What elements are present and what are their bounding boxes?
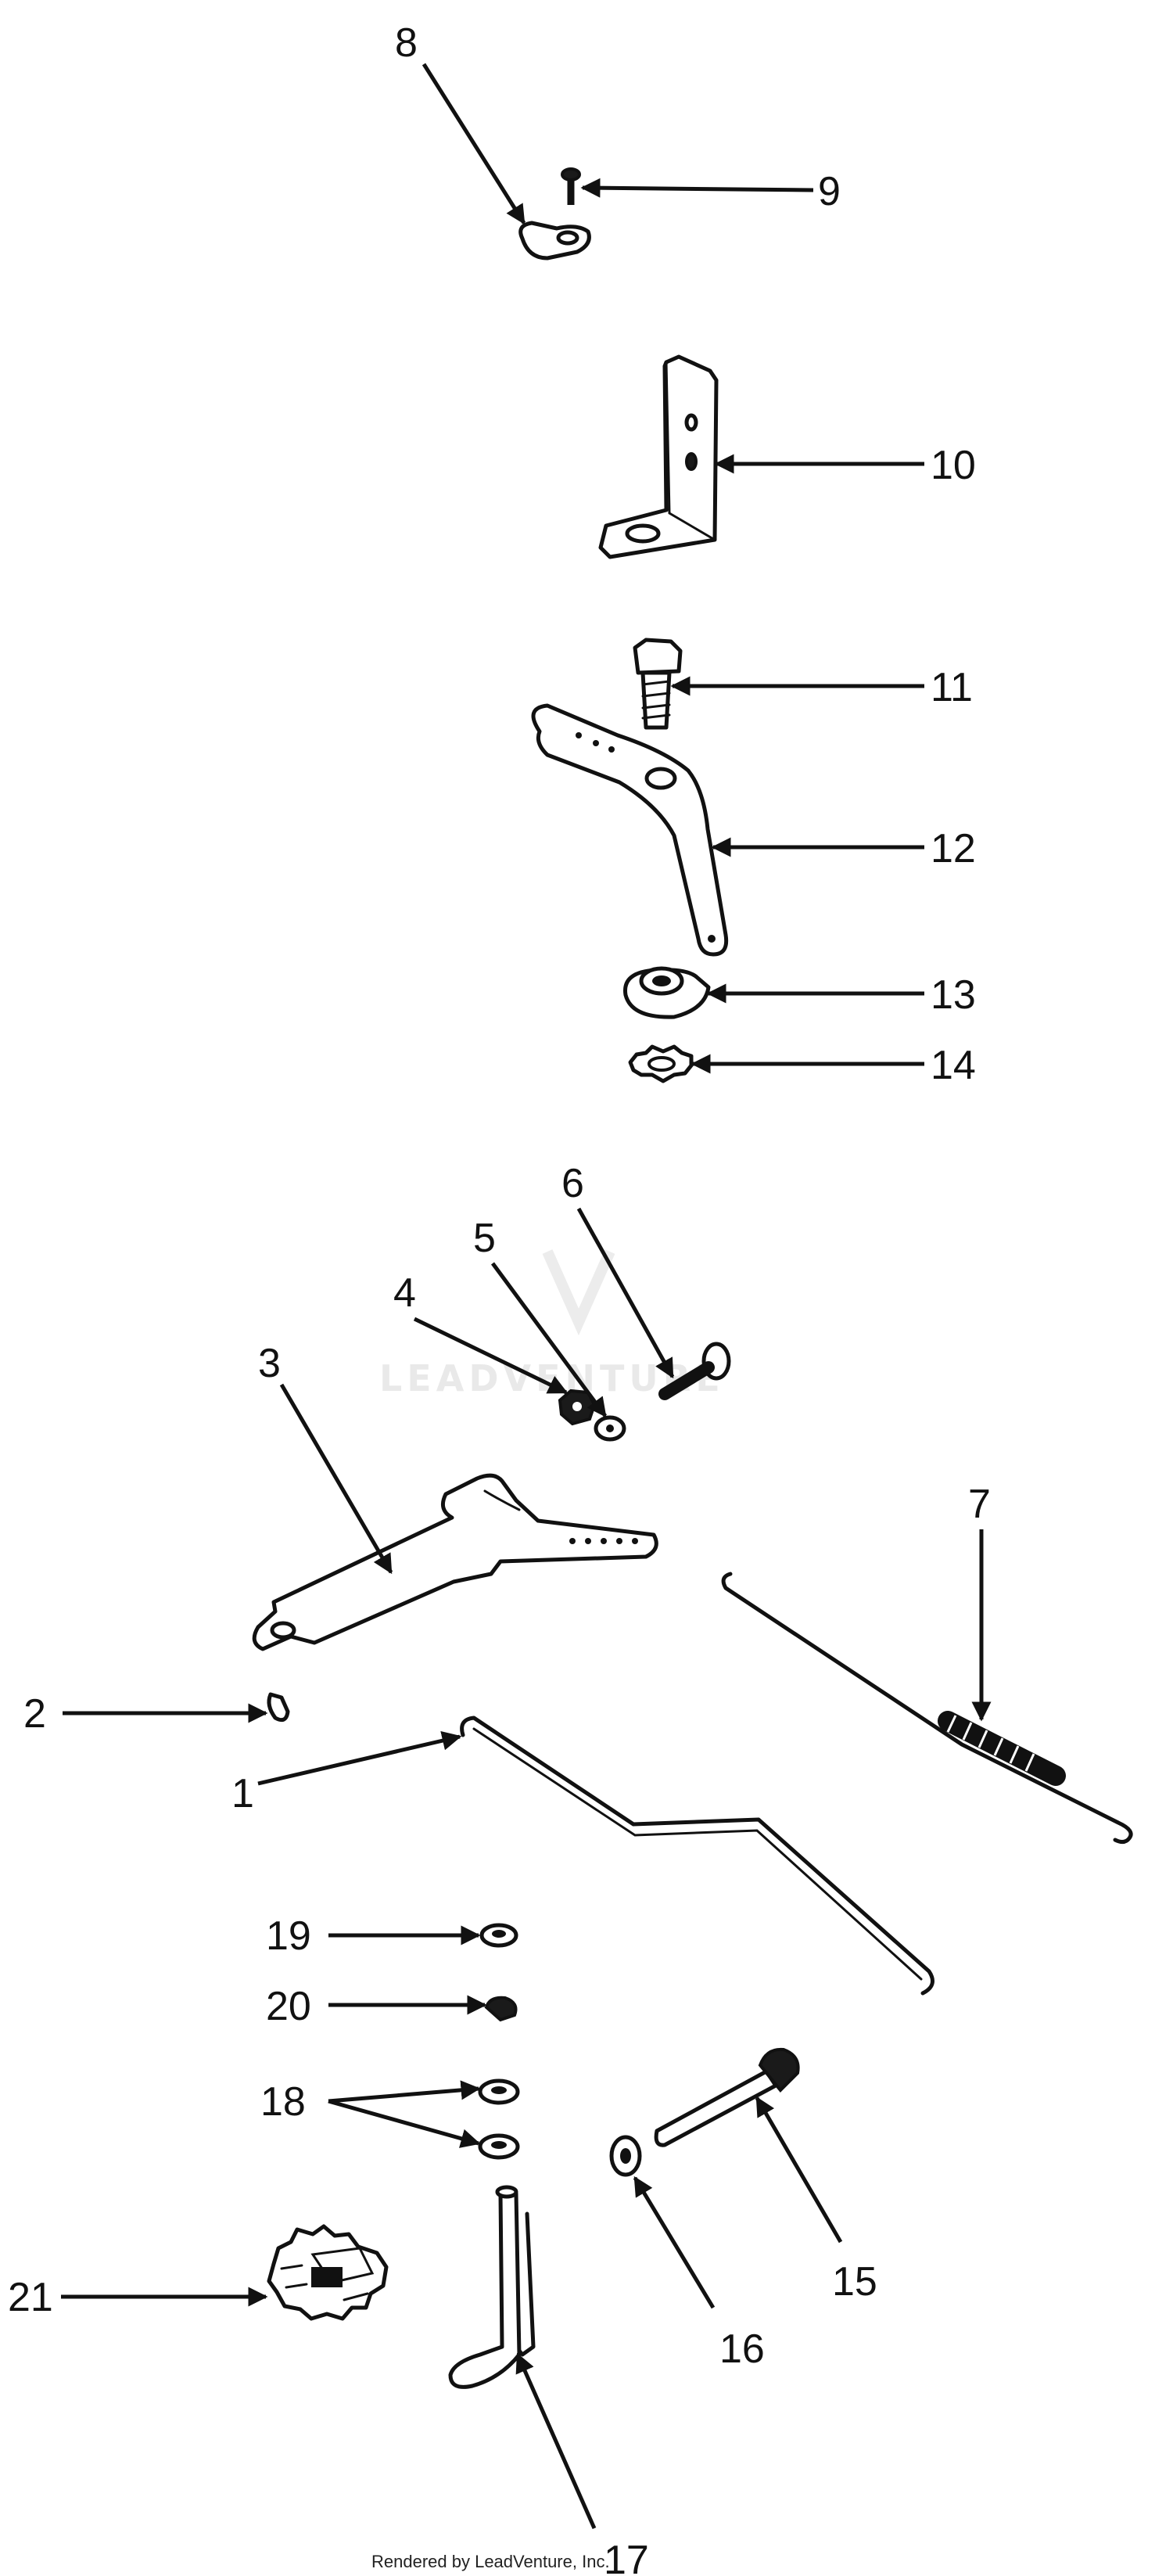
callout-labels: 8 9 10 11 12 13 14 6 5 4 3 7 2 1 19 20 1…: [8, 20, 991, 2576]
label-5: 5: [473, 1216, 496, 1261]
part-18-washers: [478, 2078, 520, 2160]
part-6-bolt: [658, 1342, 731, 1400]
label-20: 20: [266, 1984, 311, 2029]
label-17: 17: [604, 2538, 649, 2576]
part-2-clip: [267, 1692, 290, 1723]
label-18: 18: [260, 2079, 306, 2125]
part-14-star-washer: [628, 1044, 694, 1083]
part-7-spring: [721, 1572, 1133, 1845]
leader-lines: [61, 63, 992, 2530]
label-4: 4: [393, 1270, 416, 1316]
label-9: 9: [818, 169, 841, 214]
label-6: 6: [561, 1161, 584, 1206]
part-19-washer: [479, 1923, 518, 1948]
part-13-bushing: [623, 966, 711, 1019]
part-12-lever: [531, 703, 729, 957]
part-21-gear-housing: [267, 2224, 389, 2321]
footer-credit: Rendered by LeadVenture, Inc.: [371, 2552, 610, 2571]
label-16: 16: [719, 2326, 765, 2372]
label-8: 8: [395, 20, 418, 66]
label-15: 15: [832, 2259, 877, 2305]
part-3-bracket: [252, 1473, 658, 1651]
part-1-rod: [460, 1716, 934, 1996]
label-19: 19: [266, 1913, 311, 1959]
label-13: 13: [931, 972, 976, 1018]
part-10-bracket: [598, 354, 719, 559]
part-20-clip: [484, 1996, 518, 2022]
part-9-screw: [561, 167, 581, 205]
label-2: 2: [23, 1691, 46, 1737]
part-17-lever: [448, 2185, 536, 2389]
label-1: 1: [231, 1771, 254, 1816]
part-5-washer: [594, 1415, 626, 1442]
part-8-clip: [518, 221, 591, 260]
part-11-bolt: [633, 638, 683, 730]
label-7: 7: [968, 1482, 991, 1527]
part-15-pin: [654, 2047, 800, 2147]
label-12: 12: [931, 826, 976, 871]
label-3: 3: [258, 1341, 281, 1386]
label-10: 10: [931, 443, 976, 488]
label-11: 11: [931, 665, 973, 710]
part-16-washer: [609, 2135, 642, 2177]
label-21: 21: [8, 2275, 53, 2320]
label-14: 14: [931, 1043, 976, 1088]
